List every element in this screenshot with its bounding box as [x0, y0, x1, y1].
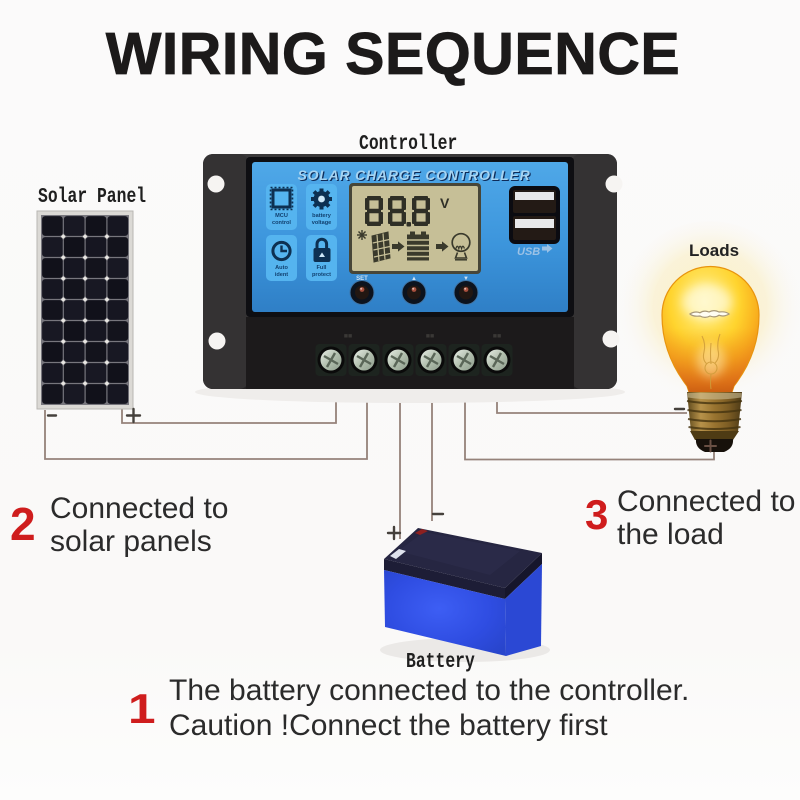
- svg-text:Auto: Auto: [275, 265, 288, 271]
- svg-text:MCU: MCU: [275, 213, 288, 219]
- svg-text:SOLAR CHARGE CONTROLLER: SOLAR CHARGE CONTROLLER: [297, 167, 530, 183]
- svg-text:V: V: [440, 195, 450, 211]
- svg-text:battery: battery: [312, 213, 332, 219]
- svg-text:■■: ■■: [344, 333, 352, 340]
- svg-text:Full: Full: [317, 265, 327, 271]
- svg-text:ident: ident: [275, 272, 288, 278]
- svg-text:SET: SET: [356, 276, 368, 282]
- svg-text:voltage: voltage: [312, 220, 332, 226]
- svg-text:protect: protect: [312, 272, 331, 278]
- svg-text:▼: ▼: [463, 276, 469, 282]
- svg-text:control: control: [272, 220, 291, 226]
- svg-text:SOLAR CHARGE CONTROLLER: SOLAR CHARGE CONTROLLER: [299, 168, 532, 184]
- svg-text:■■: ■■: [426, 333, 434, 340]
- svg-text:▲: ▲: [411, 276, 417, 282]
- svg-text:USB: USB: [517, 246, 540, 258]
- svg-text:■■: ■■: [493, 333, 501, 340]
